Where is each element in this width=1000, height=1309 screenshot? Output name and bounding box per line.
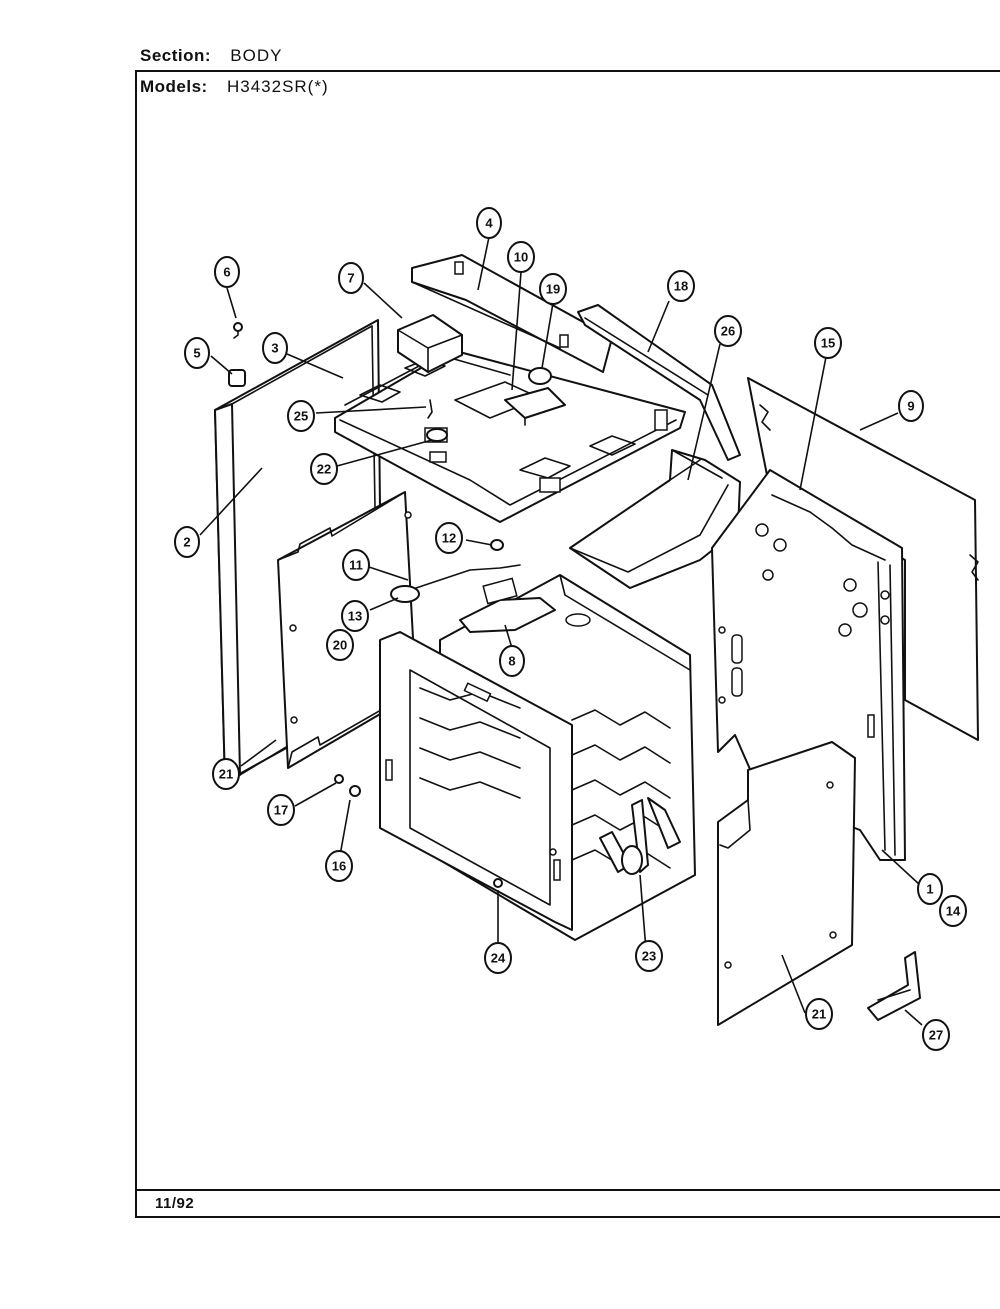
- part-inner-right-panel: [717, 741, 856, 1026]
- callout-9-label: 9: [907, 399, 914, 414]
- callout-8: 8: [499, 645, 525, 677]
- section-value: BODY: [230, 46, 283, 65]
- callout-14-label: 14: [946, 904, 961, 919]
- callout-26: 26: [714, 315, 742, 347]
- callout-8-label: 8: [508, 654, 515, 669]
- callout-22-label: 22: [317, 462, 331, 477]
- diagram-frame: [135, 70, 1000, 1218]
- callout-16-label: 16: [332, 859, 346, 874]
- callout-11: 11: [342, 549, 370, 581]
- callout-3-label: 3: [271, 341, 278, 356]
- callout-6-label: 6: [223, 265, 230, 280]
- callout-16: 16: [325, 850, 353, 882]
- part-junction-box: [397, 314, 463, 373]
- part-leveling-bracket: [867, 951, 921, 1021]
- part-oven-vent-duct: [569, 449, 741, 589]
- callout-13: 13: [341, 600, 369, 632]
- callout-14: 14: [939, 895, 967, 927]
- callout-25: 25: [287, 400, 315, 432]
- callout-15: 15: [814, 327, 842, 359]
- part-ignitor-module: [504, 387, 566, 426]
- callout-21-right-label: 21: [812, 1007, 826, 1022]
- callout-4-label: 4: [485, 216, 493, 231]
- part-small-hardware: [228, 322, 503, 888]
- callout-5: 5: [184, 337, 210, 369]
- callout-23: 23: [635, 940, 663, 972]
- callout-26-label: 26: [721, 324, 735, 339]
- callout-4: 4: [476, 207, 502, 239]
- section-heading: Section: BODY: [140, 46, 282, 66]
- callout-6: 6: [214, 256, 240, 288]
- callout-20: 20: [326, 629, 354, 661]
- part-oven-front-frame: [379, 631, 573, 931]
- section-label: Section:: [140, 46, 212, 65]
- callout-10: 10: [507, 241, 535, 273]
- callout-27-label: 27: [929, 1028, 943, 1043]
- callout-5-label: 5: [193, 346, 200, 361]
- callout-15-label: 15: [821, 336, 835, 351]
- callout-7: 7: [338, 262, 364, 294]
- part-rear-top-channel: [411, 254, 613, 373]
- callout-22: 22: [310, 453, 338, 485]
- part-burner-assembly: [390, 539, 556, 633]
- part-rear-vent-bracket: [577, 304, 741, 461]
- callout-17-label: 17: [274, 803, 288, 818]
- callout-19-label: 19: [546, 282, 560, 297]
- footer-rule: [135, 1189, 1000, 1191]
- part-burner-box: [334, 349, 686, 523]
- callout-18-label: 18: [674, 279, 688, 294]
- leader-lines: [199, 236, 923, 1026]
- callout-1: 1: [917, 873, 943, 905]
- callout-11-label: 11: [349, 558, 363, 573]
- callout-24-label: 24: [491, 951, 506, 966]
- callout-23-label: 23: [642, 949, 656, 964]
- footer-date: 11/92: [155, 1195, 195, 1212]
- callout-1-label: 1: [926, 882, 933, 897]
- part-right-side-panel: [711, 469, 906, 861]
- callout-12: 12: [435, 522, 463, 554]
- callout-17: 17: [267, 794, 295, 826]
- part-rear-panel: [747, 377, 979, 741]
- callout-2: 2: [174, 526, 200, 558]
- part-door-hinge: [599, 797, 681, 875]
- models-value: H3432SR(*): [226, 77, 329, 96]
- callout-21-left: 21: [212, 758, 240, 790]
- models-label: Models:: [140, 77, 208, 96]
- callout-21-right: 21: [805, 998, 833, 1030]
- callout-9: 9: [898, 390, 924, 422]
- callout-21-left-label: 21: [219, 767, 233, 782]
- callout-12-label: 12: [442, 531, 456, 546]
- callout-19: 19: [539, 273, 567, 305]
- part-thermostat: [528, 367, 552, 385]
- callout-3: 3: [262, 332, 288, 364]
- callout-2-label: 2: [183, 535, 190, 550]
- callout-20-label: 20: [333, 638, 347, 653]
- models-heading: Models: H3432SR(*): [140, 77, 329, 97]
- callout-25-label: 25: [294, 409, 308, 424]
- callout-10-label: 10: [514, 250, 528, 265]
- callout-13-label: 13: [348, 609, 362, 624]
- callout-27: 27: [922, 1019, 950, 1051]
- callout-7-label: 7: [347, 271, 354, 286]
- callout-18: 18: [667, 270, 695, 302]
- callout-24: 24: [484, 942, 512, 974]
